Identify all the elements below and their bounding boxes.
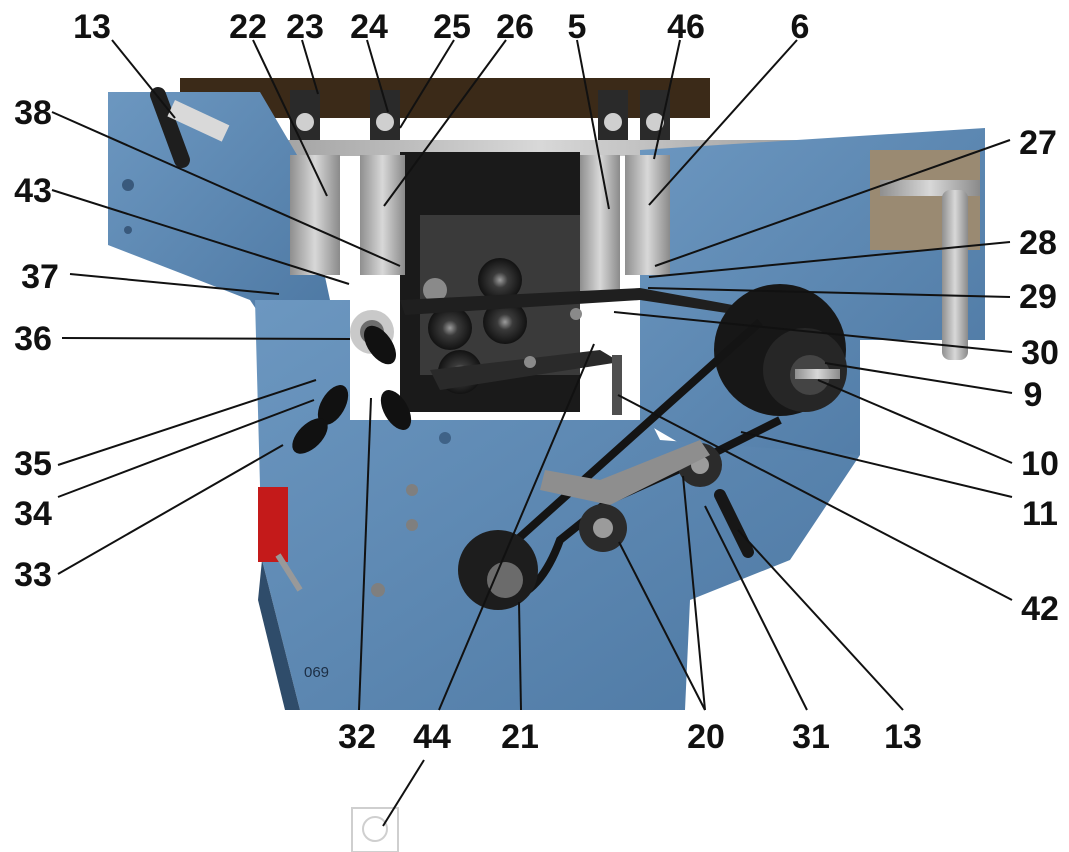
callout-36: 36 [14, 320, 52, 358]
callout-32: 32 [338, 718, 376, 756]
body-bolt [371, 583, 385, 597]
plate-number: 069 [304, 664, 329, 681]
bolt [124, 226, 132, 234]
callout-44: 44 [413, 718, 451, 756]
callout-22: 22 [229, 8, 267, 46]
leader-30 [613, 311, 1013, 353]
leader-5 [576, 39, 610, 210]
callout-30: 30 [1021, 334, 1059, 372]
callout-34: 34 [14, 495, 52, 533]
leader-13-bottom [737, 529, 904, 711]
machine-photo: 069 [108, 78, 985, 852]
leader-31 [704, 505, 808, 711]
leader-29 [647, 287, 1011, 298]
leader-44-icon [382, 759, 425, 827]
guide-block-mid [360, 155, 405, 275]
tension-arm [540, 440, 710, 505]
leader-27 [654, 139, 1011, 267]
red-block-rod [275, 553, 303, 592]
leader-33 [57, 444, 284, 575]
leader-32 [358, 397, 372, 711]
callout-37: 37 [21, 258, 59, 296]
small-rod [612, 355, 622, 415]
body-bolt [406, 519, 418, 531]
reel [714, 284, 847, 416]
crank-arm [167, 100, 230, 142]
lower-strap [430, 350, 620, 390]
leader-38 [51, 111, 401, 267]
tension-handle [714, 489, 754, 558]
callout-42: 42 [1021, 590, 1059, 628]
callout-38: 38 [14, 94, 52, 132]
callout-13: 13 [73, 8, 111, 46]
strap-bolt [570, 308, 582, 320]
callout-5: 5 [568, 8, 587, 46]
left-frame [108, 92, 330, 330]
callout-9: 9 [1024, 376, 1043, 414]
leader-25 [399, 39, 455, 129]
callout-27: 27 [1019, 124, 1057, 162]
callout-13-bottom: 13 [884, 718, 922, 756]
leader-22 [252, 39, 328, 197]
body-bolt [439, 432, 451, 444]
leader-20-a [618, 541, 706, 711]
callout-28: 28 [1019, 224, 1057, 262]
strap-bolt [524, 356, 536, 368]
callout-29: 29 [1019, 278, 1057, 316]
callout-26: 26 [496, 8, 534, 46]
leader-37 [69, 273, 280, 295]
leader-23 [301, 39, 319, 95]
red-block [258, 487, 288, 562]
leader-26 [383, 39, 507, 207]
callout-21: 21 [501, 718, 539, 756]
callout-11: 11 [1022, 495, 1058, 533]
leader-6 [648, 39, 798, 206]
callout-43: 43 [14, 172, 52, 210]
leader-28 [648, 241, 1011, 278]
upper-strap [400, 288, 760, 318]
knobs [292, 325, 412, 454]
callout-20: 20 [687, 718, 725, 756]
leader-46 [653, 39, 681, 160]
leader-21 [518, 601, 522, 711]
callout-24: 24 [350, 8, 388, 46]
callout-10: 10 [1021, 445, 1059, 483]
idler-pulley-hub [593, 518, 613, 538]
callout-33: 33 [14, 556, 52, 594]
callout-46: 46 [667, 8, 705, 46]
leader-36 [61, 337, 351, 340]
bolt [122, 179, 134, 191]
leader-34 [57, 399, 315, 498]
leader-10 [817, 379, 1013, 464]
leader-43 [51, 189, 350, 285]
guide-block-right [580, 155, 620, 295]
leader-11 [740, 431, 1013, 498]
body-bolt [406, 484, 418, 496]
callout-35: 35 [14, 445, 52, 483]
guide-block-far-right [625, 155, 670, 275]
leader-24 [366, 39, 389, 113]
leader-42 [617, 394, 1013, 601]
guide-block-left [290, 155, 340, 275]
leader-13-top [111, 39, 176, 119]
leader-44 [438, 343, 595, 711]
right-vertical-post [942, 190, 968, 360]
leader-20-b [682, 475, 706, 711]
callout-25: 25 [433, 8, 471, 46]
crank-handle [150, 87, 190, 168]
callout-6: 6 [791, 8, 810, 46]
callout-23: 23 [286, 8, 324, 46]
leader-35 [57, 379, 317, 466]
callout-labels: 13 22 23 24 25 26 5 46 6 38 27 43 28 37 … [14, 8, 1059, 756]
reference-icon-ring [362, 816, 388, 842]
callout-31: 31 [792, 718, 830, 756]
pulley-large-hub [487, 562, 523, 598]
leader-9 [824, 362, 1013, 394]
leader-lines [51, 39, 1013, 827]
body-shadow [258, 560, 300, 710]
